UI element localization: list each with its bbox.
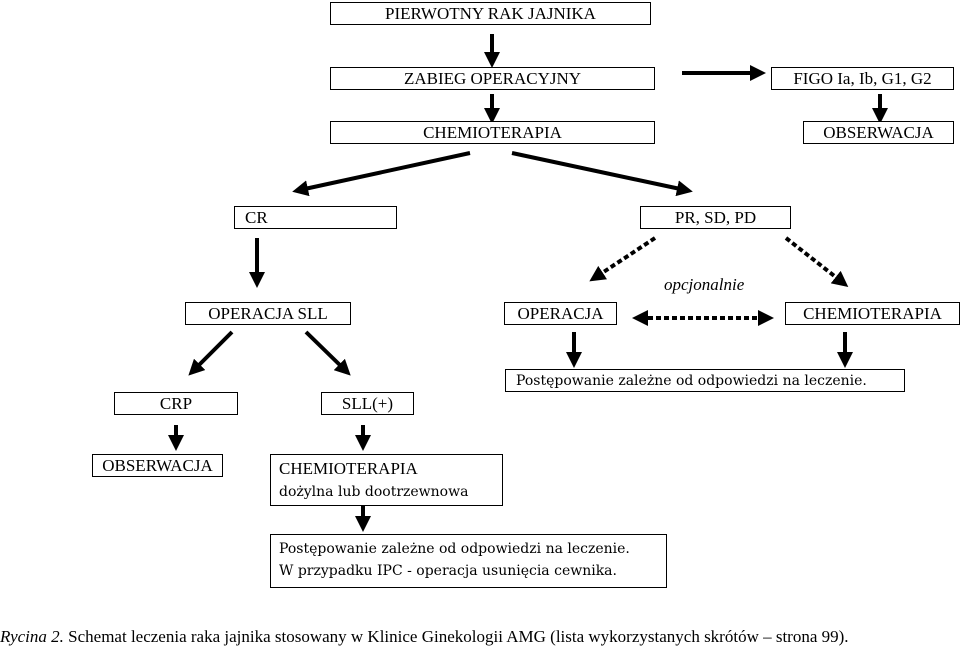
label-optional: opcjonalnie	[664, 275, 745, 294]
node-response-right: Postępowanie zależne od odpowiedzi na le…	[505, 369, 905, 392]
node-figo: FIGO Ia, Ib, G1, G2	[771, 67, 954, 90]
response-bottom-line1: Postępowanie zależne od odpowiedzi na le…	[279, 541, 630, 558]
dashed-arrow-pr-chemo	[784, 236, 849, 287]
node-primary-ovarian-cancer: PIERWOTNY RAK JAJNIKA	[330, 2, 651, 25]
caption-label: Rycina 2.	[0, 627, 64, 646]
figure-caption: Rycina 2. Schemat leczenia raka jajnika …	[0, 627, 849, 647]
node-sll-positive: SLL(+)	[321, 392, 414, 415]
node-pr-sd-pd: PR, SD, PD	[640, 206, 791, 229]
arrow-chemo-cr	[292, 151, 471, 197]
node-surgery: ZABIEG OPERACYJNY	[330, 67, 655, 90]
node-chemotherapy-first: CHEMIOTERAPIA	[330, 121, 655, 144]
caption-text: Schemat leczenia raka jajnika stosowany …	[63, 627, 849, 646]
chemo-sll-title: CHEMIOTERAPIA	[279, 458, 418, 478]
node-operacja-sll: OPERACJA SLL	[185, 302, 351, 325]
chemo-sll-route: dożylna lub dootrzewnowa	[279, 484, 469, 501]
node-chemotherapy-sll: CHEMIOTERAPIA dożylna lub dootrzewnowa	[270, 454, 503, 506]
node-crp: CRP	[114, 392, 238, 415]
dashed-arrow-pr-operacja	[589, 236, 657, 282]
node-chemotherapy-right: CHEMIOTERAPIA	[785, 302, 960, 325]
node-observation-crp: OBSERWACJA	[92, 454, 223, 477]
node-operacja: OPERACJA	[504, 302, 617, 325]
node-response-bottom: Postępowanie zależne od odpowiedzi na le…	[270, 534, 667, 588]
arrow-sll-crp	[188, 330, 234, 376]
arrow-chemo-pr	[511, 151, 693, 197]
node-cr: CR	[234, 206, 397, 229]
node-observation-figo: OBSERWACJA	[803, 121, 954, 144]
response-bottom-line2: W przypadku IPC - operacja usunięcia cew…	[279, 563, 617, 579]
arrow-sll-sllplus	[304, 330, 351, 376]
